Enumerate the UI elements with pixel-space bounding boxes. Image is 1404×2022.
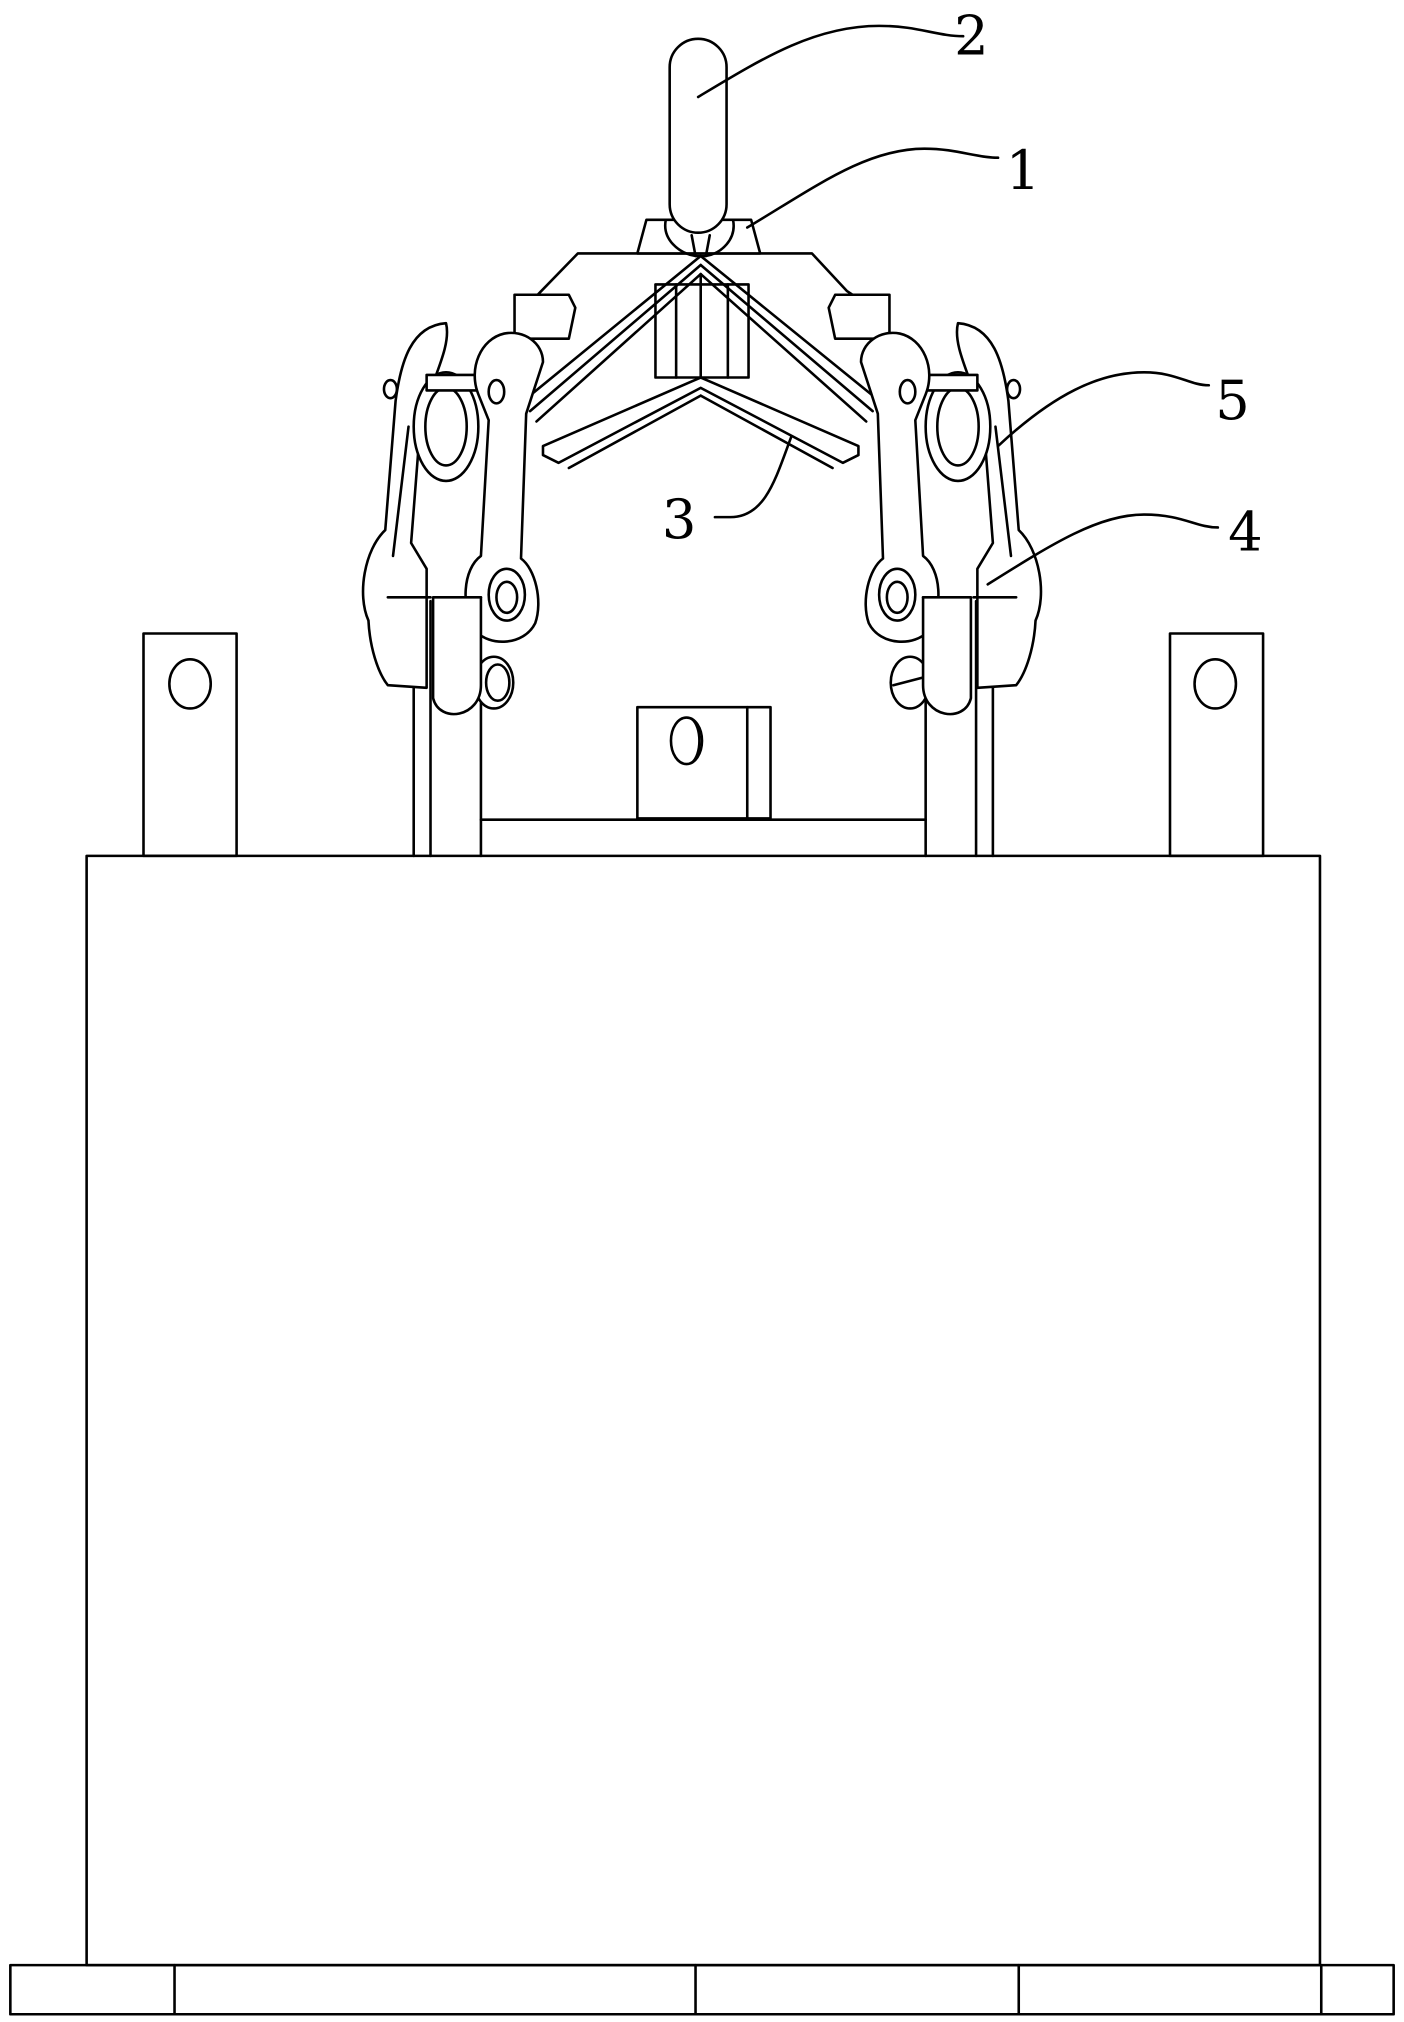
leader-line-1 xyxy=(747,149,998,228)
leader-line-3 xyxy=(715,437,791,517)
center-block xyxy=(637,707,770,818)
hanger-frame xyxy=(517,253,885,468)
lifting-handle xyxy=(670,39,727,233)
reference-label-5: 5 xyxy=(1215,369,1250,432)
leader-lines xyxy=(698,26,1218,585)
reference-label-4: 4 xyxy=(1228,501,1263,564)
main-box-body xyxy=(87,856,1320,1965)
leader-line-5 xyxy=(998,372,1209,446)
reference-label-1: 1 xyxy=(1006,139,1041,202)
right-gripper-assembly xyxy=(829,295,1041,714)
reference-label-3: 3 xyxy=(662,488,697,551)
base-plate xyxy=(10,1965,1393,2014)
left-gripper-assembly xyxy=(363,295,575,714)
reference-label-2: 2 xyxy=(954,4,989,67)
leader-line-2 xyxy=(698,26,963,97)
left-lifting-tab xyxy=(144,633,237,855)
right-lifting-tab xyxy=(1170,633,1263,855)
